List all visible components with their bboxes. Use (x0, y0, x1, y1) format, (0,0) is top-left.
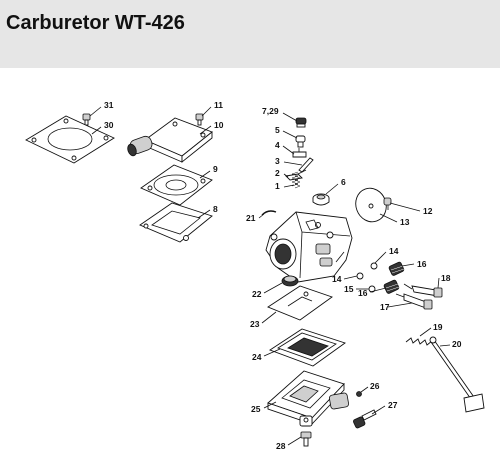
part-16-spring-a[interactable] (388, 261, 405, 277)
part-17-adjusting-screw[interactable] (395, 293, 433, 310)
callout-30: 30 (104, 120, 114, 130)
part-1-spring[interactable] (291, 171, 301, 189)
callout-26: 26 (370, 381, 380, 391)
part-4-valve[interactable] (292, 148, 307, 158)
callout-5: 5 (275, 125, 280, 135)
callout-12: 12 (423, 206, 433, 216)
callout-20: 20 (452, 339, 462, 349)
part-27-screw[interactable] (353, 409, 377, 429)
part-6-plug[interactable] (312, 193, 330, 206)
part-18-adjusting-screw[interactable] (403, 283, 443, 298)
part-23-gasket[interactable] (267, 285, 333, 321)
callout-4: 4 (275, 140, 280, 150)
callout-21: 21 (246, 213, 256, 223)
callout-13: 13 (400, 217, 410, 227)
part-11-screw[interactable] (195, 113, 204, 126)
part-28-screw[interactable] (300, 431, 312, 447)
part-9-diaphragm[interactable] (140, 164, 213, 206)
callout-9: 9 (213, 164, 218, 174)
callout-24: 24 (252, 352, 262, 362)
part-7-29-cap[interactable] (295, 117, 307, 128)
callout-18: 18 (441, 273, 451, 283)
callout-labels: 31 30 11 10 9 8 7,29 5 4 3 2 1 6 21 12 1… (104, 100, 462, 451)
part-21-clip[interactable] (261, 210, 277, 216)
part-16-spring-b[interactable] (383, 279, 400, 295)
exploded-parts-diagram: 31 30 11 10 9 8 7,29 5 4 3 2 1 6 21 12 1… (25, 100, 485, 451)
part-20-throttle-shaft[interactable] (429, 336, 485, 413)
callout-22: 22 (252, 289, 262, 299)
part-22-filter-screen[interactable] (281, 275, 299, 287)
callout-6: 6 (341, 177, 346, 187)
callout-14-b: 14 (332, 274, 342, 284)
callout-14-a: 14 (389, 246, 399, 256)
callout-19: 19 (433, 322, 443, 332)
part-5-screw[interactable] (295, 135, 306, 148)
callout-1: 1 (275, 181, 280, 191)
part-31-screw[interactable] (82, 113, 91, 126)
callout-2: 2 (275, 168, 280, 178)
callout-31: 31 (104, 100, 114, 110)
part-25-pump-body[interactable] (267, 370, 350, 427)
callout-3: 3 (275, 156, 280, 166)
callout-28: 28 (276, 441, 286, 451)
callout-10: 10 (214, 120, 224, 130)
callout-25: 25 (251, 404, 261, 414)
part-19-spring[interactable] (405, 337, 433, 346)
part-24-diaphragm[interactable] (269, 328, 346, 367)
callout-15: 15 (344, 284, 354, 294)
callout-27: 27 (388, 400, 398, 410)
page-title: Carburetor WT-426 (6, 12, 185, 34)
callout-16-a: 16 (417, 259, 427, 269)
callout-23: 23 (250, 319, 260, 329)
part-26-ball[interactable] (356, 391, 362, 397)
leader-lines (89, 106, 451, 446)
part-30-cover-plate[interactable] (25, 115, 115, 164)
part-12-screw[interactable] (383, 197, 392, 210)
callout-17: 17 (380, 302, 390, 312)
callout-16-b: 16 (358, 288, 368, 298)
header-bar: Carburetor WT-426 (0, 0, 500, 68)
part-10-pump-cover[interactable] (126, 117, 213, 163)
callout-11: 11 (214, 100, 223, 110)
callout-8: 8 (213, 204, 218, 214)
callout-7-29: 7,29 (262, 106, 279, 116)
part-14-washer-b[interactable] (356, 272, 364, 280)
part-14-washer-a[interactable] (370, 262, 378, 270)
carburetor-body[interactable] (265, 211, 353, 283)
part-8-gasket[interactable] (139, 202, 213, 243)
part-3-pin[interactable] (298, 157, 314, 173)
part-2-lever[interactable] (285, 169, 307, 181)
